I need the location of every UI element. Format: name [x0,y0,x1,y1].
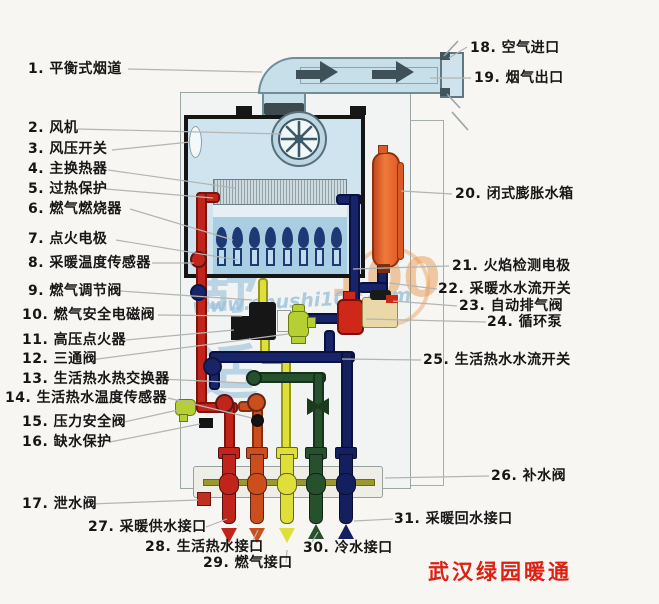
callout-17: 17. 泄水阀 [22,496,98,512]
callout-27: 27. 采暖供水接口 [88,519,207,535]
burner-flame [298,227,309,248]
auto-air-vent [370,290,391,300]
callout-28: 28. 生活热水接口 [145,539,264,555]
callout-26: 26. 补水阀 [491,468,567,484]
burner-flame [232,227,244,248]
callout-30: 30. 冷水接口 [303,540,393,556]
burner-tube [249,248,259,266]
callout-4: 4. 主换热器 [28,161,108,177]
flue-flow-arrow-1-head [320,61,338,83]
callout-25: 25. 生活热水水流开关 [423,352,571,368]
gas-solenoid-valve [249,302,276,340]
callout-21: 21. 火焰检测电极 [452,258,571,274]
flue-flow-arrow-1 [296,70,320,79]
callout-1: 1. 平衡式烟道 [28,61,122,77]
fitting-red-upper [190,251,207,268]
expansion-tank [372,152,400,268]
callout-13: 13. 生活热水热交换器 [22,371,170,387]
burner-tube [299,248,308,266]
port-31-flow-arrow [338,524,354,539]
port-28-part [247,473,267,495]
port-27-flow-arrow [221,528,237,543]
port-30-part [306,473,326,495]
callout-9: 9. 燃气调节阀 [28,283,122,299]
fitting-navy-left [190,284,207,301]
flue-terminal-notch-top [440,52,450,60]
burner-flame [265,227,277,248]
fan-icon [278,118,320,160]
expansion-tank-stripe [397,162,404,260]
burner-tube [233,248,243,266]
callout-14: 14. 生活热水温度传感器 [5,390,168,406]
callout-24: 24. 循环泵 [487,314,563,330]
callout-3: 3. 风压开关 [28,141,108,157]
port-27-part [219,473,239,495]
heat-exchanger-band [213,205,347,217]
burner-tube [315,248,325,266]
callout-10: 10. 燃气安全电磁阀 [22,307,156,323]
pipe-navy-main-run [209,351,355,363]
expansion-tank-nub [378,145,388,154]
callout-6: 6. 燃气燃烧器 [28,201,122,217]
fitting-orange [247,393,266,412]
fitting-navy-run [203,357,222,376]
flue-flow-arrow-2 [372,70,396,79]
pressure-switch-port [189,126,202,158]
high-voltage-igniter [231,316,249,340]
mount-bracket-right [350,106,366,115]
three-way-valve-right [307,317,316,328]
callout-22: 22. 采暖水水流开关 [438,281,572,297]
port-30-flow-arrow [308,524,324,539]
burner-flame [330,227,342,248]
callout-12: 12. 三通阀 [22,351,98,367]
dhw-temp-sensor [251,414,264,427]
mount-bracket-left [236,106,252,115]
callout-18: 18. 空气进口 [470,40,560,56]
callout-8: 8. 采暖温度传感器 [28,255,151,271]
callout-29: 29. 燃气接口 [203,555,293,571]
burner-flame [281,227,293,248]
burner-tube [217,248,226,266]
callout-20: 20. 闭式膨胀水箱 [455,186,574,202]
callout-19: 19. 烟气出口 [474,70,564,86]
company-brand-text: 武汉绿园暖通 [428,560,572,584]
low-water-protection [199,418,213,428]
burner-flame [216,227,227,248]
drain-valve [197,492,211,506]
cold-valve-bowtie [307,398,329,415]
port-31-part [336,473,356,495]
motor-red-cap [386,295,398,303]
port-29-part [277,473,297,495]
three-way-valve [288,311,309,338]
main-heat-exchanger [213,179,347,205]
burner-tube [331,248,341,266]
cold-pipe-cap [246,370,262,386]
burner-flame [248,227,260,248]
burner-flame [314,227,326,248]
flue-terminal-notch-bottom [440,88,450,96]
callout-7: 7. 点火电极 [28,231,108,247]
callout-15: 15. 压力安全阀 [22,414,127,430]
callout-16: 16. 缺水保护 [22,434,112,450]
port-29-flow-arrow [279,528,295,543]
callout-2: 2. 风机 [28,120,79,136]
circulation-pump [337,299,364,335]
callout-23: 23. 自动排气阀 [459,298,564,314]
burner-tube [282,248,292,266]
three-way-valve-bottom [291,336,306,344]
burner-tube [266,248,276,266]
callout-5: 5. 过热保护 [28,181,108,197]
expansion-tank-fitting [378,264,390,273]
callout-11: 11. 高压点火器 [22,332,127,348]
callout-31: 31. 采暖回水接口 [394,511,513,527]
pipe-red-vertical [196,192,207,412]
safety-valve-outlet [179,414,188,422]
fitting-red-lower [215,394,234,413]
flue-flow-arrow-2-head [396,61,414,83]
